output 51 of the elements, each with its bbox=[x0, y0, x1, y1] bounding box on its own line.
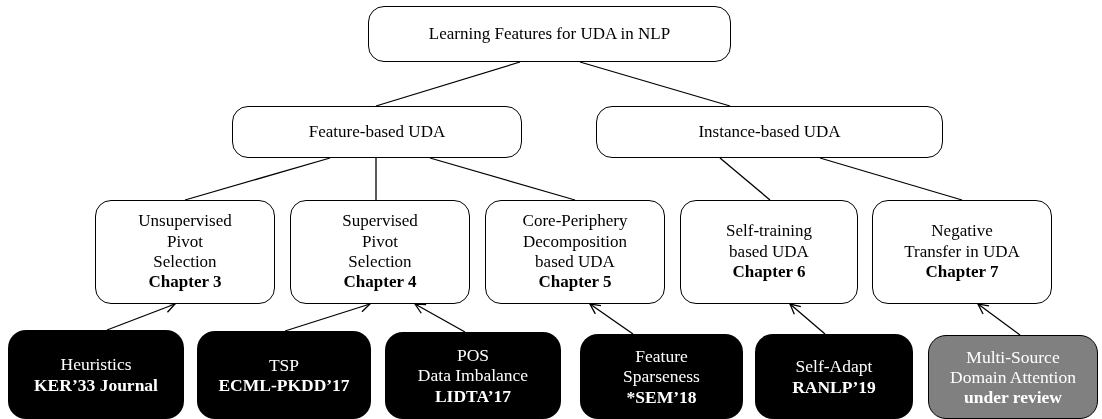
title-text: Self-training based UDA bbox=[725, 221, 813, 263]
venue-label: RANLP’19 bbox=[792, 376, 876, 397]
chapter-label: Chapter 7 bbox=[925, 262, 999, 283]
venue-label: LIDTA’17 bbox=[434, 385, 512, 406]
venue-label: KER’33 Journal bbox=[34, 374, 158, 395]
topic-box bbox=[596, 106, 943, 158]
chapter-label: Chapter 3 bbox=[148, 272, 222, 293]
title-text: Data Imbalance bbox=[417, 365, 529, 386]
chapter-label: Chapter 6 bbox=[732, 262, 806, 283]
title-text: Supervised Pivot Selection bbox=[341, 211, 419, 273]
title-text: Negative Transfer in UDA bbox=[903, 221, 1021, 263]
paper-box bbox=[755, 334, 913, 419]
title-text: Heuristics bbox=[60, 354, 132, 375]
title-text: Learning Features for UDA in NLP bbox=[428, 23, 671, 45]
title-text: TSP bbox=[268, 354, 300, 375]
chapter-box bbox=[290, 200, 470, 304]
paper-box bbox=[8, 330, 184, 419]
connector-line bbox=[579, 61, 731, 107]
chapter-box bbox=[680, 200, 858, 304]
chapter-label: Chapter 4 bbox=[343, 272, 417, 293]
chapter-box bbox=[95, 200, 275, 304]
connector-line bbox=[819, 157, 963, 201]
chapter-box bbox=[872, 200, 1052, 304]
title-text: Feature-based UDA bbox=[308, 121, 446, 143]
connector-line bbox=[719, 157, 771, 201]
topic-box bbox=[368, 6, 731, 62]
title-text: Feature Sparseness bbox=[622, 346, 701, 387]
title-text: Self-Adapt bbox=[795, 356, 873, 377]
title-text: Unsupervised Pivot Selection bbox=[137, 211, 233, 273]
venue-label: under review bbox=[964, 387, 1062, 408]
chapter-label: Chapter 5 bbox=[538, 272, 612, 293]
title-text: Instance-based UDA bbox=[698, 121, 841, 143]
venue-label: *SEM’18 bbox=[626, 386, 697, 407]
arrow bbox=[589, 303, 634, 335]
topic-box bbox=[232, 106, 522, 158]
arrow bbox=[106, 302, 176, 331]
chapter-box bbox=[485, 200, 665, 304]
paper-box bbox=[197, 331, 371, 419]
connector-line bbox=[375, 157, 377, 201]
title-text: POS bbox=[456, 345, 490, 366]
paper-box bbox=[385, 332, 561, 419]
connector-line bbox=[429, 157, 576, 201]
connector-line bbox=[375, 61, 521, 107]
arrow bbox=[789, 303, 826, 335]
arrow bbox=[977, 303, 1021, 336]
arrow bbox=[414, 303, 466, 333]
title-text: Core-Periphery Decomposition based UDA bbox=[521, 211, 629, 273]
paper-box bbox=[928, 335, 1098, 419]
venue-label: ECML-PKDD’17 bbox=[218, 375, 350, 396]
connector-line bbox=[184, 157, 331, 201]
paper-box bbox=[580, 334, 743, 419]
